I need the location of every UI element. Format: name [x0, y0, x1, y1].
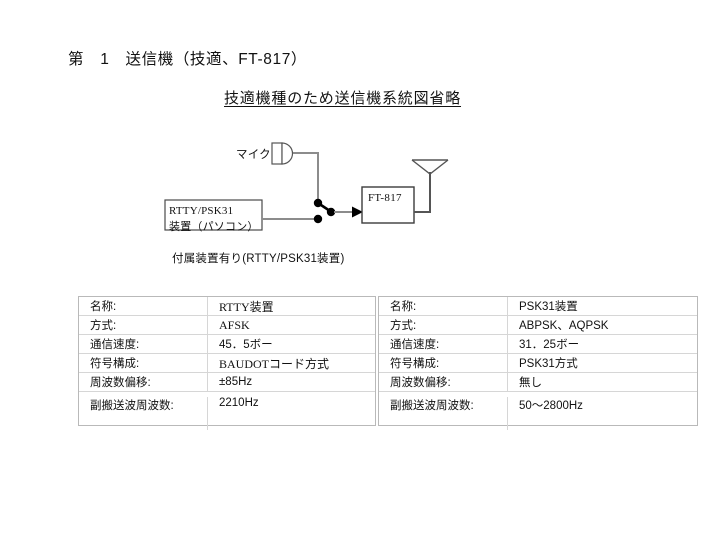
page-subtitle: 技適機種のため送信機系統図省略 [224, 90, 462, 107]
rtty-box-label-line2: 装置（パソコン） [169, 221, 259, 233]
row-value: 2210Hz [219, 397, 259, 409]
microphone-icon [271, 142, 294, 165]
row-key: 周波数偏移: [79, 373, 208, 391]
row-value: PSK31装置 [519, 301, 578, 313]
table-row: 副搬送波周波数: 2210Hz [79, 392, 375, 430]
table-row: 符号構成: BAUDOTコード方式 [79, 354, 375, 373]
row-key: 周波数偏移: [379, 373, 508, 391]
row-value: 31．25ボー [519, 339, 580, 351]
table-row: 副搬送波周波数: 50〜2800Hz [379, 392, 697, 430]
transceiver-label: FT-817 [368, 192, 402, 204]
table-row: 方式: ABPSK、AQPSK [379, 316, 697, 335]
row-key: 通信速度: [379, 335, 508, 353]
mic-connection-line [293, 152, 319, 202]
row-value: 無し [519, 377, 542, 389]
row-value: 50〜2800Hz [519, 400, 583, 412]
row-value: BAUDOTコード方式 [219, 356, 329, 371]
row-value: RTTY装置 [219, 299, 274, 314]
antenna-feedline [414, 172, 431, 213]
rtty-device-box [164, 199, 263, 231]
table-row: 符号構成: PSK31方式 [379, 354, 697, 373]
row-key: 副搬送波周波数: [379, 397, 508, 430]
switch-to-transceiver-line [334, 206, 363, 218]
table-row: 周波数偏移: 無し [379, 373, 697, 392]
psk31-spec-table: 名称: PSK31装置 方式: ABPSK、AQPSK 通信速度: 31．25ボ… [378, 296, 698, 430]
block-diagram-svg [164, 142, 449, 231]
row-key: 副搬送波周波数: [79, 397, 208, 430]
microphone-label: マイク [236, 149, 271, 161]
transceiver-box [361, 186, 415, 224]
row-value: ABPSK、AQPSK [519, 320, 609, 332]
antenna-icon [411, 159, 449, 175]
table-row: 通信速度: 45．5ボー [79, 335, 375, 354]
table-row: 通信速度: 31．25ボー [379, 335, 697, 354]
row-value: PSK31方式 [519, 358, 578, 370]
table-row: 名称: RTTY装置 [79, 297, 375, 316]
row-key: 方式: [379, 316, 508, 334]
rtty-spec-table: 名称: RTTY装置 方式: AFSK 通信速度: 45．5ボー 符号構成: B… [78, 296, 376, 430]
row-key: 方式: [79, 316, 208, 334]
row-key: 名称: [379, 297, 508, 315]
toggle-switch-icon [313, 198, 336, 224]
row-key: 通信速度: [79, 335, 208, 353]
row-key: 符号構成: [79, 354, 208, 372]
row-key: 符号構成: [379, 354, 508, 372]
row-value: ±85Hz [219, 376, 253, 388]
row-value: 45．5ボー [219, 339, 273, 351]
page-title: 第 1 送信機（技適、FT-817） [68, 51, 308, 68]
block-diagram: マイク FT-817 RTTY/PSK31 装置（パソコン） 付属装置有り(RT… [164, 142, 449, 265]
row-value: AFSK [219, 317, 250, 332]
rtty-box-label-line1: RTTY/PSK31 [169, 205, 234, 217]
table-row: 周波数偏移: ±85Hz [79, 373, 375, 392]
table-row: 名称: PSK31装置 [379, 297, 697, 316]
table-row: 方式: AFSK [79, 316, 375, 335]
attachment-note: 付属装置有り(RTTY/PSK31装置) [172, 253, 345, 265]
row-key: 名称: [79, 297, 208, 315]
